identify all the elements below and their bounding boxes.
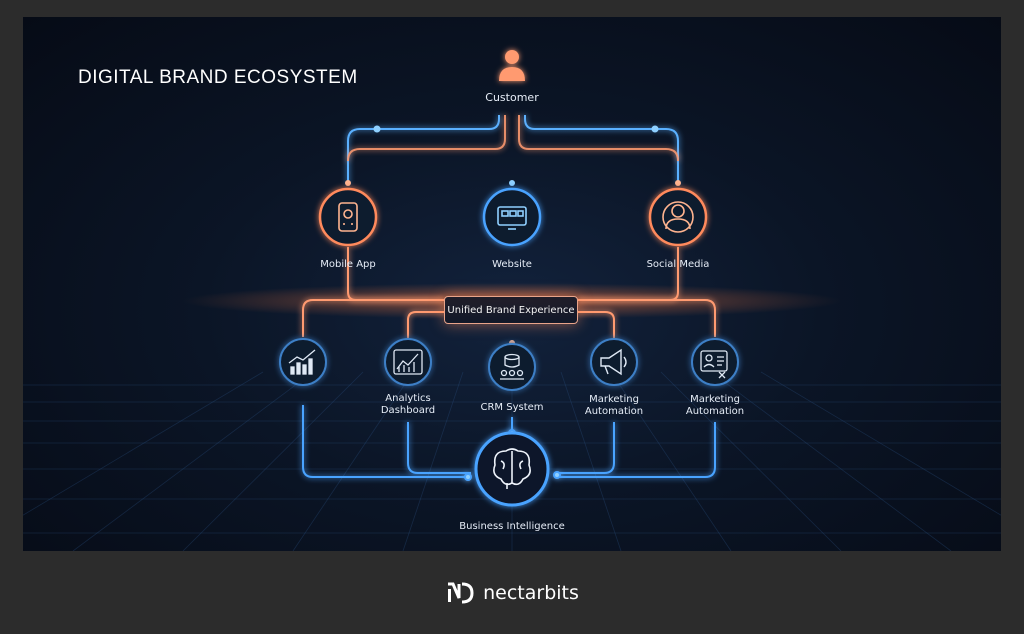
database-icon [500,353,524,380]
marketing-label-2: Marketing Automation [685,394,745,417]
phone-icon [338,202,358,232]
marketing-label-1: Marketing Automation [584,394,644,417]
business-intelligence-node[interactable] [474,431,550,507]
footer: nectarbits [0,551,1024,634]
brand-logo: nectarbits [445,580,579,606]
social-user-icon [662,201,694,233]
mobile-app-node[interactable] [318,187,378,247]
brain-icon [493,448,531,489]
unified-brand-experience-box[interactable]: Unified Brand Experience [444,296,578,324]
brand-name: nectarbits [483,581,579,604]
diagram-title: DIGITAL BRAND ECOSYSTEM [78,67,358,88]
customer-connectors [345,115,681,186]
bi-connectors [302,405,716,481]
chart-icon [288,349,316,375]
dashboard-icon [393,349,423,375]
marketing-node-1[interactable] [590,338,638,386]
crm-label: CRM System [480,402,544,413]
social-media-label: Social Media [646,259,710,270]
business-intelligence-label: Business Intelligence [459,521,565,532]
analytics-label: Analytics Dashboard [380,393,436,416]
megaphone-icon [600,348,627,376]
id-card-icon [700,350,728,379]
mobile-app-label: Mobile App [320,259,376,270]
analytics-node[interactable] [384,338,432,386]
customer-label: Customer [485,91,539,104]
nectarbits-logo-icon [448,582,474,603]
social-media-node[interactable] [648,187,708,247]
person-icon [499,50,525,81]
website-label: Website [492,259,532,270]
diagram-panel: DIGITAL BRAND ECOSYSTEM Customer Mobile … [23,17,1001,551]
website-node[interactable] [482,187,542,247]
browser-icon [497,206,527,230]
trend-node[interactable] [279,338,327,386]
crm-node[interactable] [488,343,536,391]
marketing-node-2[interactable] [691,338,739,386]
